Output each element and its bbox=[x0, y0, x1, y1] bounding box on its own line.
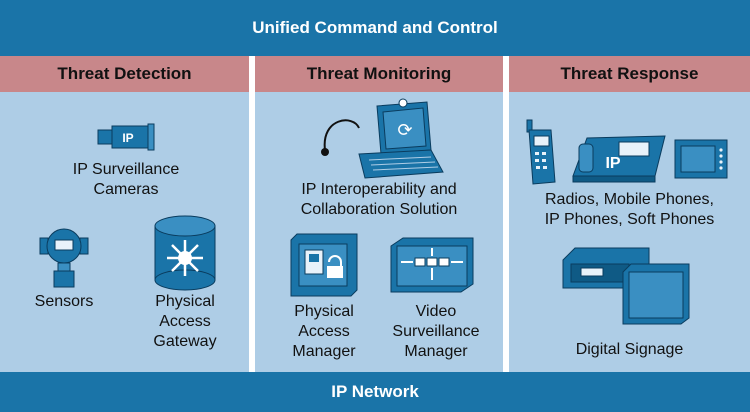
video-manager-label: Video Surveillance Manager bbox=[392, 303, 480, 360]
ip-camera-icon: IP bbox=[97, 123, 155, 151]
ip-camera-badge: IP bbox=[122, 131, 133, 145]
threat-response-body: IP Radios, Mobile Phones, IP Phones, Sof… bbox=[509, 92, 750, 372]
threat-monitoring-header: Threat Monitoring bbox=[255, 56, 503, 92]
access-manager-icon bbox=[290, 233, 358, 297]
ip-cameras-label: IP Surveillance Cameras bbox=[72, 161, 180, 198]
radio-icon bbox=[526, 119, 556, 185]
ip-network-banner: IP Network bbox=[0, 372, 750, 412]
threat-detection-body: IP IP Surveillance Cameras Sensors bbox=[0, 92, 249, 372]
threat-response-header: Threat Response bbox=[509, 56, 750, 92]
soft-phone-icon bbox=[674, 139, 728, 179]
footer-title: IP Network bbox=[331, 382, 419, 401]
access-manager-label: Physical Access Manager bbox=[292, 303, 356, 360]
svg-text:⟳: ⟳ bbox=[397, 120, 412, 141]
sensors-label: Sensors bbox=[34, 293, 94, 310]
sensor-icon bbox=[39, 228, 89, 288]
signage-display-icon bbox=[622, 263, 690, 325]
access-gateway-icon bbox=[154, 215, 216, 291]
headset-laptop-icon: ⟳ bbox=[321, 98, 444, 179]
threat-monitoring-title: Threat Monitoring bbox=[306, 64, 452, 83]
ip-phone-badge: IP bbox=[605, 155, 620, 172]
threat-monitoring-column: Threat Monitoring ⟳ IP Interoperability … bbox=[255, 56, 503, 372]
interop-label: IP Interoperability and Collaboration So… bbox=[300, 181, 458, 218]
threat-monitoring-body: ⟳ IP Interoperability and Collaboration … bbox=[255, 92, 503, 372]
access-gateway-label: Physical Access Gateway bbox=[153, 293, 217, 350]
threat-detection-column: Threat Detection IP IP Surveillance Came… bbox=[0, 56, 249, 372]
threat-detection-title: Threat Detection bbox=[57, 64, 192, 83]
ip-phone-icon: IP bbox=[572, 135, 666, 183]
unified-command-banner: Unified Command and Control bbox=[0, 0, 750, 56]
video-manager-icon bbox=[390, 237, 474, 293]
threat-response-column: Threat Response IP bbox=[509, 56, 750, 372]
threat-response-title: Threat Response bbox=[560, 64, 699, 83]
threat-detection-header: Threat Detection bbox=[0, 56, 249, 92]
banner-title: Unified Command and Control bbox=[252, 18, 498, 37]
phones-label: Radios, Mobile Phones, IP Phones, Soft P… bbox=[544, 191, 715, 228]
signage-label: Digital Signage bbox=[575, 341, 684, 358]
